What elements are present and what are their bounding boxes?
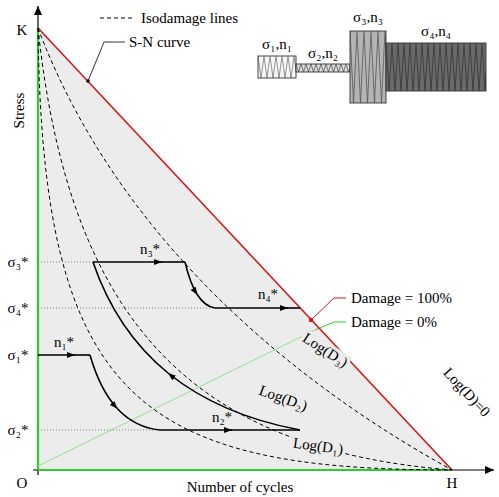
cycle-count: n₂*	[210, 409, 234, 426]
segment-label: σ₁,n₁	[260, 36, 294, 53]
stress-level: σ₁*	[6, 347, 31, 364]
stress-level: σ₃*	[6, 254, 31, 271]
cycle-count: n₄*	[256, 286, 280, 303]
segment-label: σ₄,n₄	[419, 23, 453, 40]
callout-label: Damage = 100%	[349, 290, 454, 307]
stress-level: σ₄*	[6, 300, 31, 317]
axis-point: H	[445, 475, 460, 492]
axis-point: O	[15, 475, 30, 492]
axis-point: K	[15, 22, 30, 39]
axis-title: Stress	[12, 90, 29, 130]
cycle-count: n₁*	[52, 334, 76, 351]
segment-label: σ₃,n₃	[351, 9, 385, 26]
stress-level: σ₂*	[6, 422, 31, 439]
callout-label: Damage = 0%	[349, 314, 439, 331]
axis-title: Number of cycles	[185, 479, 296, 496]
sn-label: Log(D)=0	[438, 362, 495, 421]
callout-label: S-N curve	[127, 34, 192, 51]
cycle-count: n₃*	[138, 241, 162, 258]
legend-text: Isodamage lines	[139, 10, 240, 27]
segment-label: σ₂,n₂	[306, 45, 340, 62]
